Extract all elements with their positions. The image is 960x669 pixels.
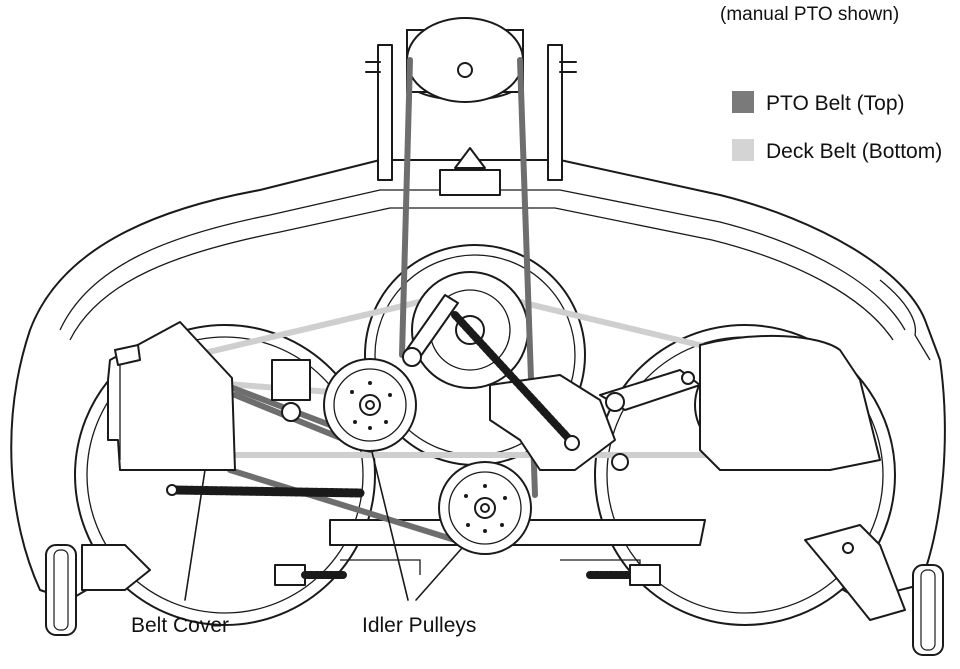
left-mount-bolt: [281, 402, 301, 422]
lower-idler-pulley: [438, 461, 532, 555]
belt-cover-leader: [184, 469, 206, 601]
left-gauge-wheel: [45, 544, 77, 636]
right-wheel-bracket: [804, 524, 906, 621]
legend-label-pto: PTO Belt (Top): [766, 92, 905, 115]
mast-center-plate: [439, 169, 501, 196]
pto-belt-bottom-diagonal: [227, 467, 458, 543]
tension-spring-center-outline: [454, 314, 571, 441]
upper-idler-pulley: [323, 358, 417, 452]
right-gauge-wheel: [912, 564, 944, 656]
mast-right: [547, 44, 563, 181]
legend: PTO Belt (Top) Deck Belt (Bottom): [732, 91, 942, 163]
deck-housing-inner-lip-2: [69, 207, 894, 341]
left-blade-housing-inner: [86, 336, 364, 614]
engine-pulley-hub: [457, 62, 473, 78]
engine-pulley-face: [406, 17, 524, 103]
idler-leader-2: [415, 547, 463, 601]
right-gauge-wheel-tread: [920, 569, 936, 651]
deck-housing-inner-lip: [59, 189, 906, 331]
left-gauge-wheel-tread: [53, 549, 69, 631]
left-wheel-bracket: [81, 544, 151, 591]
right-arm-bolt-2: [681, 371, 695, 385]
mast-bracket-left: [365, 61, 381, 73]
deck-right-fin: [879, 279, 931, 361]
plate-bolt: [611, 453, 629, 471]
spring-anchor: [564, 435, 580, 451]
mast-bracket-right: [559, 61, 577, 73]
pto-belt-left-run: [399, 57, 413, 358]
legend-swatch-pto: [732, 91, 754, 113]
lower-spring-anchor: [166, 484, 178, 496]
idler-leader-1: [371, 451, 409, 601]
manual-pto-note: (manual PTO shown): [720, 4, 899, 25]
tension-spring-lower: [170, 485, 365, 498]
legend-label-deck: Deck Belt (Bottom): [766, 140, 942, 163]
right-wheel-bracket-hole: [842, 542, 854, 554]
legend-swatch-deck: [732, 139, 754, 161]
left-mount-bracket: [271, 359, 311, 401]
left-hitch-bracket: [274, 564, 306, 586]
right-belt-cover: [699, 334, 881, 471]
belt-cover-tab: [114, 344, 141, 366]
right-hitch-bracket: [629, 564, 661, 586]
right-arm-bolt: [605, 392, 625, 412]
idler-arm-pivot: [402, 347, 422, 367]
belt-cover-callout: Belt Cover: [131, 614, 229, 637]
mast-left: [377, 44, 393, 181]
idler-pulleys-callout: Idler Pulleys: [362, 614, 476, 637]
pto-belt-left-diagonal: [222, 382, 333, 428]
mast-triangle: [454, 147, 486, 169]
